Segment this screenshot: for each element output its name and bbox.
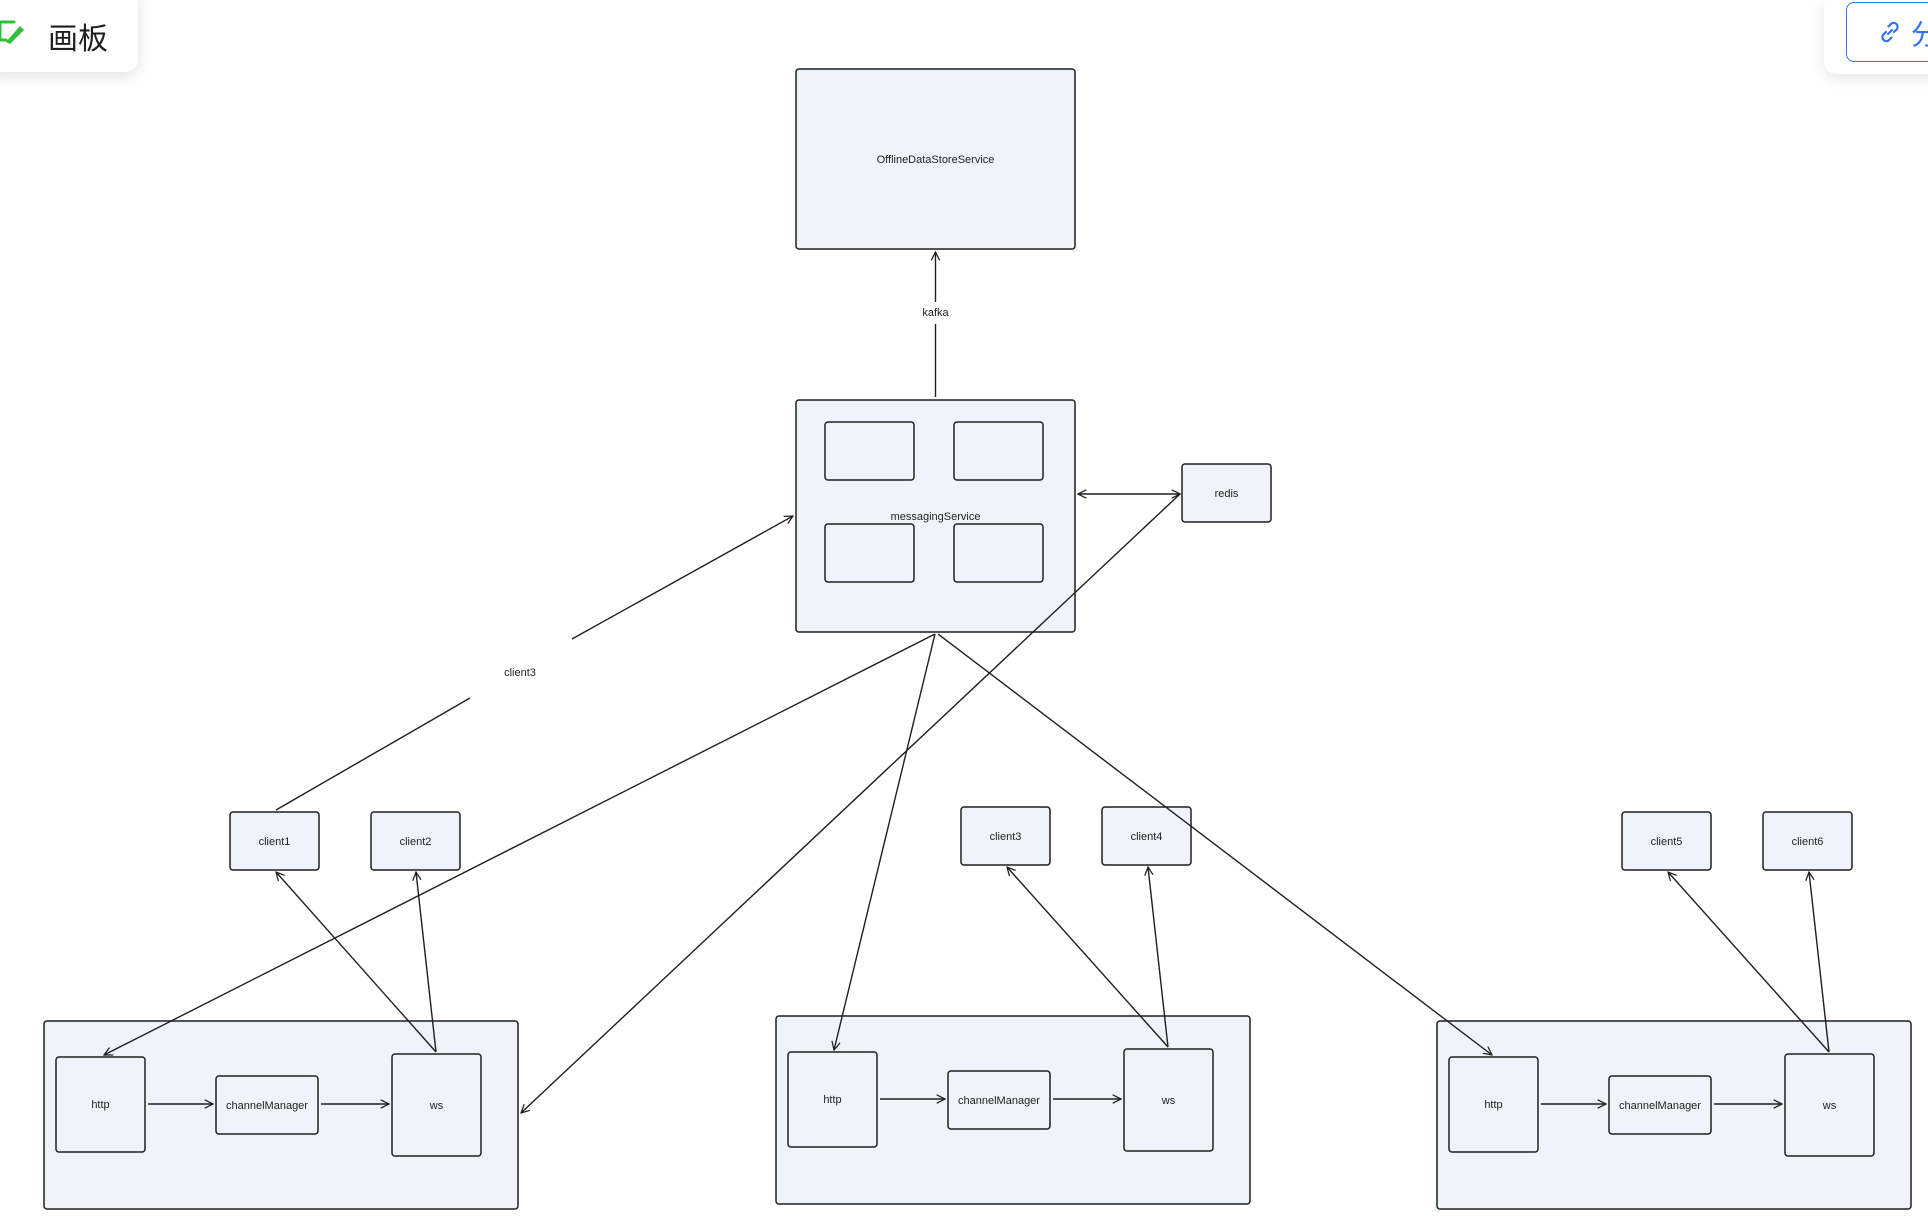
left-server-group[interactable]: http channelManager ws <box>43 1020 519 1210</box>
left-channel-manager-node[interactable]: channelManager <box>215 1075 319 1135</box>
right-ws-client5-connector[interactable] <box>1668 872 1830 1053</box>
offline-data-store-node[interactable]: OfflineDataStoreService <box>795 68 1076 250</box>
redis-left-group-connector[interactable] <box>521 493 1181 1113</box>
link-icon <box>1881 21 1899 43</box>
client1-messaging-connector[interactable] <box>275 697 471 811</box>
redis-label: redis <box>1215 488 1239 500</box>
messaging-left-http-connector[interactable] <box>104 633 936 1055</box>
client5-node[interactable]: client5 <box>1621 811 1712 871</box>
right-ws-client6-connector[interactable] <box>1809 872 1830 1053</box>
messaging-service-label: messagingService <box>891 511 981 523</box>
middle-http-label: http <box>823 1094 841 1106</box>
left-http-label: http <box>91 1099 109 1111</box>
right-ws-node[interactable]: ws <box>1784 1053 1875 1157</box>
board-title-card: 画板 <box>0 0 138 72</box>
middle-ws-label: ws <box>1161 1095 1176 1107</box>
share-label: 分享 <box>1911 18 1928 51</box>
middle-channel-manager-label: channelManager <box>958 1095 1040 1107</box>
client1-messaging-connector-head[interactable] <box>571 516 793 640</box>
right-server-group[interactable]: http channelManager ws <box>1436 1020 1912 1210</box>
client2-label: client2 <box>400 836 432 848</box>
right-http-label: http <box>1484 1099 1502 1111</box>
left-ws-client1-connector[interactable] <box>276 872 437 1053</box>
client1-node[interactable]: client1 <box>229 811 320 871</box>
whiteboard-pencil-icon <box>0 20 24 44</box>
middle-http-node[interactable]: http <box>787 1051 878 1148</box>
client4-label: client4 <box>1131 831 1163 843</box>
middle-server-group[interactable]: http channelManager ws <box>775 1015 1251 1205</box>
messaging-instance-box[interactable] <box>824 421 915 481</box>
right-ws-label: ws <box>1822 1100 1837 1112</box>
left-http-node[interactable]: http <box>55 1056 146 1153</box>
messaging-instance-box[interactable] <box>953 523 1044 583</box>
middle-ws-client4-connector[interactable] <box>1148 867 1169 1048</box>
client1-connector-label: client3 <box>504 667 536 679</box>
client6-label: client6 <box>1792 836 1824 848</box>
messaging-right-http-connector[interactable] <box>937 633 1492 1055</box>
left-ws-label: ws <box>429 1100 444 1112</box>
middle-ws-node[interactable]: ws <box>1123 1048 1214 1152</box>
messaging-middle-http-connector[interactable] <box>834 633 936 1050</box>
client3-label: client3 <box>990 831 1022 843</box>
middle-ws-client3-connector[interactable] <box>1007 867 1169 1048</box>
client4-node[interactable]: client4 <box>1101 806 1192 866</box>
client6-node[interactable]: client6 <box>1762 811 1853 871</box>
client3-node[interactable]: client3 <box>960 806 1051 866</box>
client1-label: client1 <box>259 836 291 848</box>
right-channel-manager-node[interactable]: channelManager <box>1608 1075 1712 1135</box>
messaging-service-node[interactable]: messagingService <box>795 399 1076 633</box>
client2-node[interactable]: client2 <box>370 811 461 871</box>
share-button[interactable]: 分享 <box>1846 2 1928 62</box>
left-ws-client2-connector[interactable] <box>416 872 437 1053</box>
kafka-label: kafka <box>922 307 949 319</box>
right-http-node[interactable]: http <box>1448 1056 1539 1153</box>
left-ws-node[interactable]: ws <box>391 1053 482 1157</box>
left-channel-manager-label: channelManager <box>226 1100 308 1112</box>
board-title: 画板 <box>48 22 108 57</box>
redis-node[interactable]: redis <box>1181 463 1272 523</box>
right-channel-manager-label: channelManager <box>1619 1100 1701 1112</box>
client5-label: client5 <box>1651 836 1683 848</box>
messaging-instance-box[interactable] <box>953 421 1044 481</box>
messaging-instance-box[interactable] <box>824 523 915 583</box>
offline-data-store-label: OfflineDataStoreService <box>877 154 995 166</box>
middle-channel-manager-node[interactable]: channelManager <box>947 1070 1051 1130</box>
